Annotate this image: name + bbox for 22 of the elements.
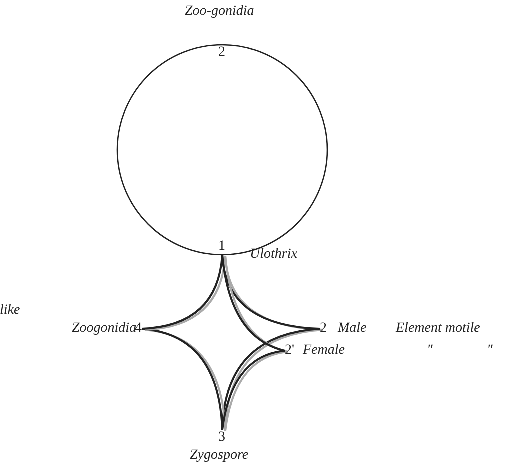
stage-number: 2' — [285, 343, 295, 359]
stage-number: 1 — [218, 239, 226, 255]
stage-caption: Zoo-gonidia — [185, 4, 254, 20]
stage-number: 2 — [218, 45, 226, 61]
partial-caption: like — [0, 303, 20, 319]
stage-caption: Ulothrix — [250, 247, 298, 263]
circle-arc — [222, 44, 328, 256]
stage-caption: Zoogonidia — [72, 321, 137, 337]
ditto-mark: " — [487, 343, 493, 359]
stage-caption: Element motile — [396, 321, 480, 337]
curved-line — [142, 328, 224, 430]
stage-number: 4 — [135, 321, 142, 337]
ditto-mark: " — [427, 343, 433, 359]
stage-number: 2 — [320, 321, 327, 337]
curved-line — [222, 254, 286, 352]
circle-arc — [117, 44, 223, 256]
stage-caption: Female — [303, 343, 345, 359]
stage-caption: Zygospore — [190, 448, 249, 464]
stage-number: 3 — [218, 430, 226, 446]
curved-line — [222, 350, 286, 430]
curved-line — [142, 254, 224, 330]
stage-caption: Male — [338, 321, 367, 337]
